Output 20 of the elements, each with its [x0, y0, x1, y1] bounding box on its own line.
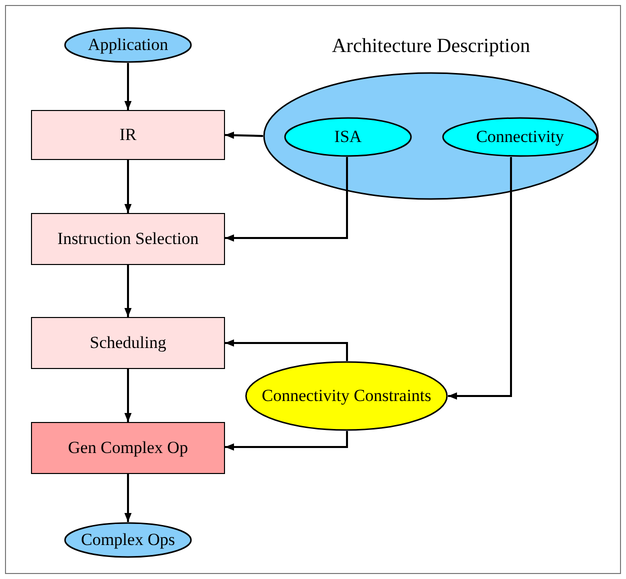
group-title: Architecture Description: [330, 35, 532, 59]
node-label: Connectivity Constraints: [262, 386, 432, 406]
arrow: [124, 474, 132, 522]
process-box: IR: [31, 110, 225, 160]
node-label: Complex Ops: [81, 530, 175, 550]
node-label: ISA: [334, 126, 362, 148]
arrow: [124, 265, 132, 317]
arrow: [225, 339, 348, 361]
process-box: Instruction Selection: [31, 213, 225, 265]
arrow: [448, 157, 512, 400]
process-box: Scheduling: [31, 317, 225, 369]
arrow: [225, 431, 348, 451]
arrow: [124, 160, 132, 213]
arrow: [124, 369, 132, 422]
arrow: [224, 132, 264, 139]
arrow: [225, 157, 348, 242]
arrow: [124, 63, 132, 110]
process-box: Gen Complex Op: [31, 422, 225, 474]
node-label: Connectivity: [476, 126, 564, 148]
node-label: Application: [88, 34, 168, 56]
